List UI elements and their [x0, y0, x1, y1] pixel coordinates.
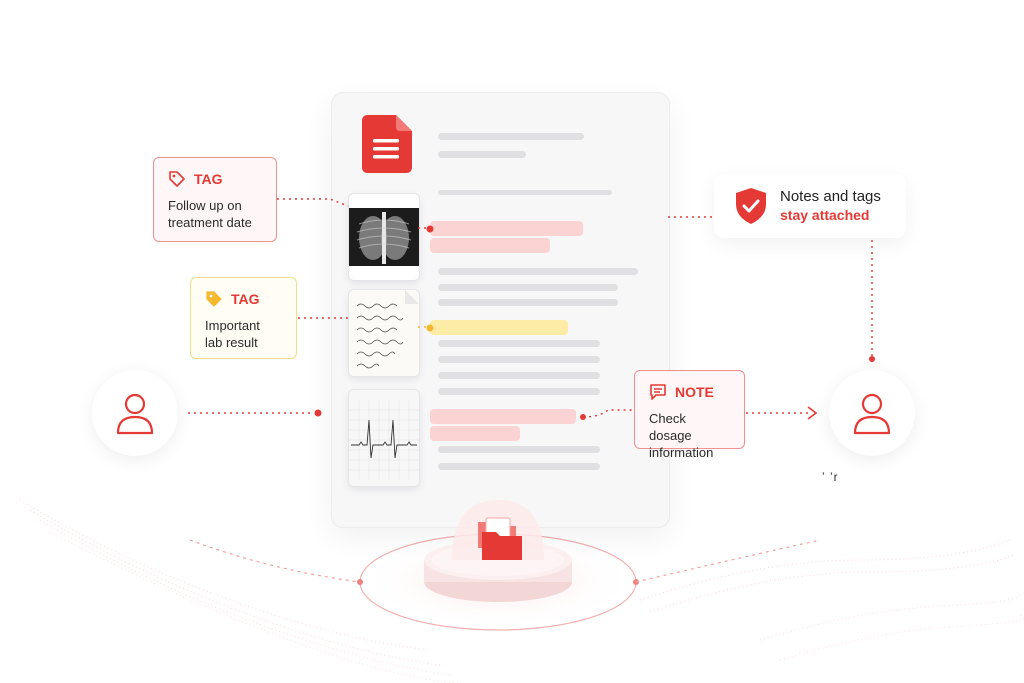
ecg-chart-image [349, 390, 419, 486]
highlight-red-1 [430, 221, 583, 236]
note-callout-dosage[interactable]: NOTE Check dosage information [634, 370, 745, 460]
recipient-avatar[interactable] [829, 370, 915, 456]
tag-icon [169, 171, 185, 187]
note-text-line-1: Check dosage [649, 411, 692, 443]
xray-image [349, 208, 419, 266]
tag-callout-lab[interactable]: TAG Important lab result [190, 277, 297, 359]
sender-avatar[interactable] [92, 370, 178, 456]
badge-line-2: stay attached [780, 207, 870, 223]
badge-line-1: Notes and tags [780, 188, 881, 205]
person-icon [853, 393, 891, 435]
note-text-line-2: information [649, 445, 714, 460]
shield-check-icon [736, 188, 766, 224]
folder-icon [478, 517, 522, 560]
highlight-red-3 [430, 409, 576, 424]
tag-text-line-2: treatment date [168, 215, 252, 230]
highlight-red-4 [430, 426, 520, 441]
speech-bubble-icon [650, 384, 666, 400]
note-label: NOTE [675, 384, 714, 400]
highlight-yellow [430, 320, 568, 335]
ecg-thumbnail[interactable] [348, 389, 420, 487]
recipient-label: ʼ ’r [822, 470, 839, 484]
tag-callout-treatment[interactable]: TAG Follow up on treatment date [153, 157, 277, 242]
tag-label: TAG [194, 171, 223, 187]
xray-thumbnail[interactable] [348, 193, 420, 281]
tag-label: TAG [231, 291, 260, 307]
tag-icon [206, 291, 222, 307]
handwritten-note-image [349, 290, 419, 376]
wave-left [19, 499, 461, 683]
tag-text-line-2: lab result [205, 335, 258, 350]
highlight-red-2 [430, 238, 550, 253]
handwritten-note-thumbnail[interactable] [348, 289, 420, 377]
wave-right [639, 539, 1024, 661]
tag-text-line-1: Important [205, 318, 260, 333]
person-icon [116, 393, 154, 435]
attached-badge: Notes and tags stay attached [714, 174, 906, 238]
document-icon [362, 115, 412, 173]
tag-text-line-1: Follow up on [168, 198, 242, 213]
